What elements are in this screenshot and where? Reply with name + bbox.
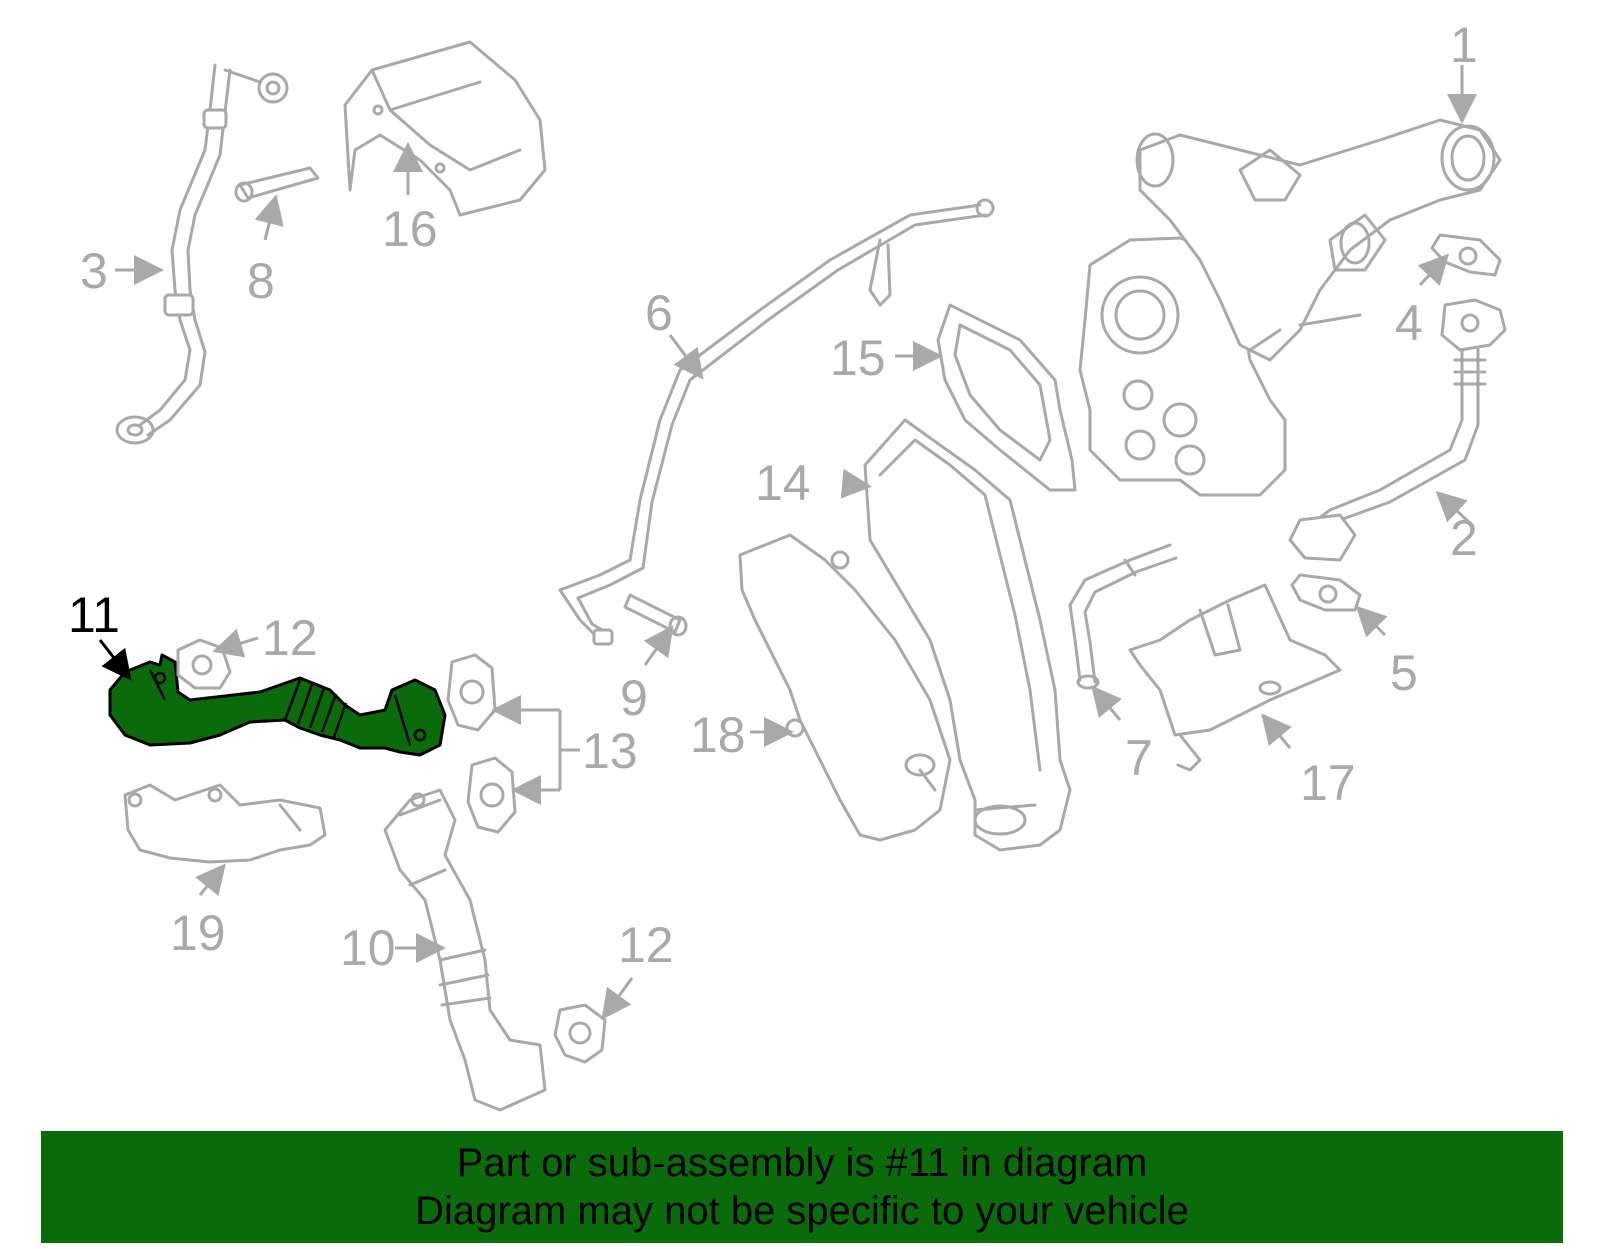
callout-6: 6 xyxy=(645,285,673,341)
part-11-crossover-pipe xyxy=(108,653,447,757)
part-14-heat-shield xyxy=(863,418,1072,852)
part-2-pipe xyxy=(1288,298,1507,562)
callout-7: 7 xyxy=(1125,730,1153,786)
callout-4: 4 xyxy=(1395,295,1423,351)
part-19-manifold xyxy=(123,783,327,864)
callout-12-lower: 12 xyxy=(618,917,674,973)
callout-18: 18 xyxy=(690,707,746,763)
callout-8: 8 xyxy=(247,253,275,309)
callout-9: 9 xyxy=(620,670,648,726)
part-16-heat-shield xyxy=(343,40,547,217)
callout-14: 14 xyxy=(755,455,811,511)
callout-1: 1 xyxy=(1450,17,1478,73)
callout-5: 5 xyxy=(1390,645,1418,701)
callout-12-upper: 12 xyxy=(262,610,318,666)
part-10-pipe xyxy=(383,788,547,1112)
part-6-pipe xyxy=(558,198,995,646)
part-9-sleeve xyxy=(623,593,688,637)
callout-17: 17 xyxy=(1300,755,1356,811)
part-12-gasket-lower xyxy=(553,1003,607,1064)
part-8-sleeve xyxy=(234,166,320,203)
banner-line-2: Diagram may not be specific to your vehi… xyxy=(415,1189,1189,1233)
callout-13: 13 xyxy=(582,723,638,779)
part-15-gasket xyxy=(936,303,1077,492)
part-5-gasket xyxy=(1290,573,1362,612)
part-3-oil-line xyxy=(115,63,289,445)
callout-2: 2 xyxy=(1450,510,1478,566)
part-1-turbocharger xyxy=(1078,118,1502,497)
part-4-gasket xyxy=(1430,233,1502,277)
callout-19: 19 xyxy=(170,905,226,961)
callout-10: 10 xyxy=(340,920,396,976)
part-7-hose xyxy=(1068,543,1178,690)
callout-15: 15 xyxy=(830,330,886,386)
callout-16: 16 xyxy=(382,201,438,257)
banner-line-1: Part or sub-assembly is #11 in diagram xyxy=(456,1141,1148,1185)
part-18-heat-shield xyxy=(738,533,952,842)
info-banner: Part or sub-assembly is #11 in diagram D… xyxy=(41,1131,1563,1243)
callout-3: 3 xyxy=(80,243,108,299)
part-13-gaskets xyxy=(446,653,517,834)
callout-11: 11 xyxy=(68,587,120,643)
part-17-heat-shield xyxy=(1128,583,1342,772)
